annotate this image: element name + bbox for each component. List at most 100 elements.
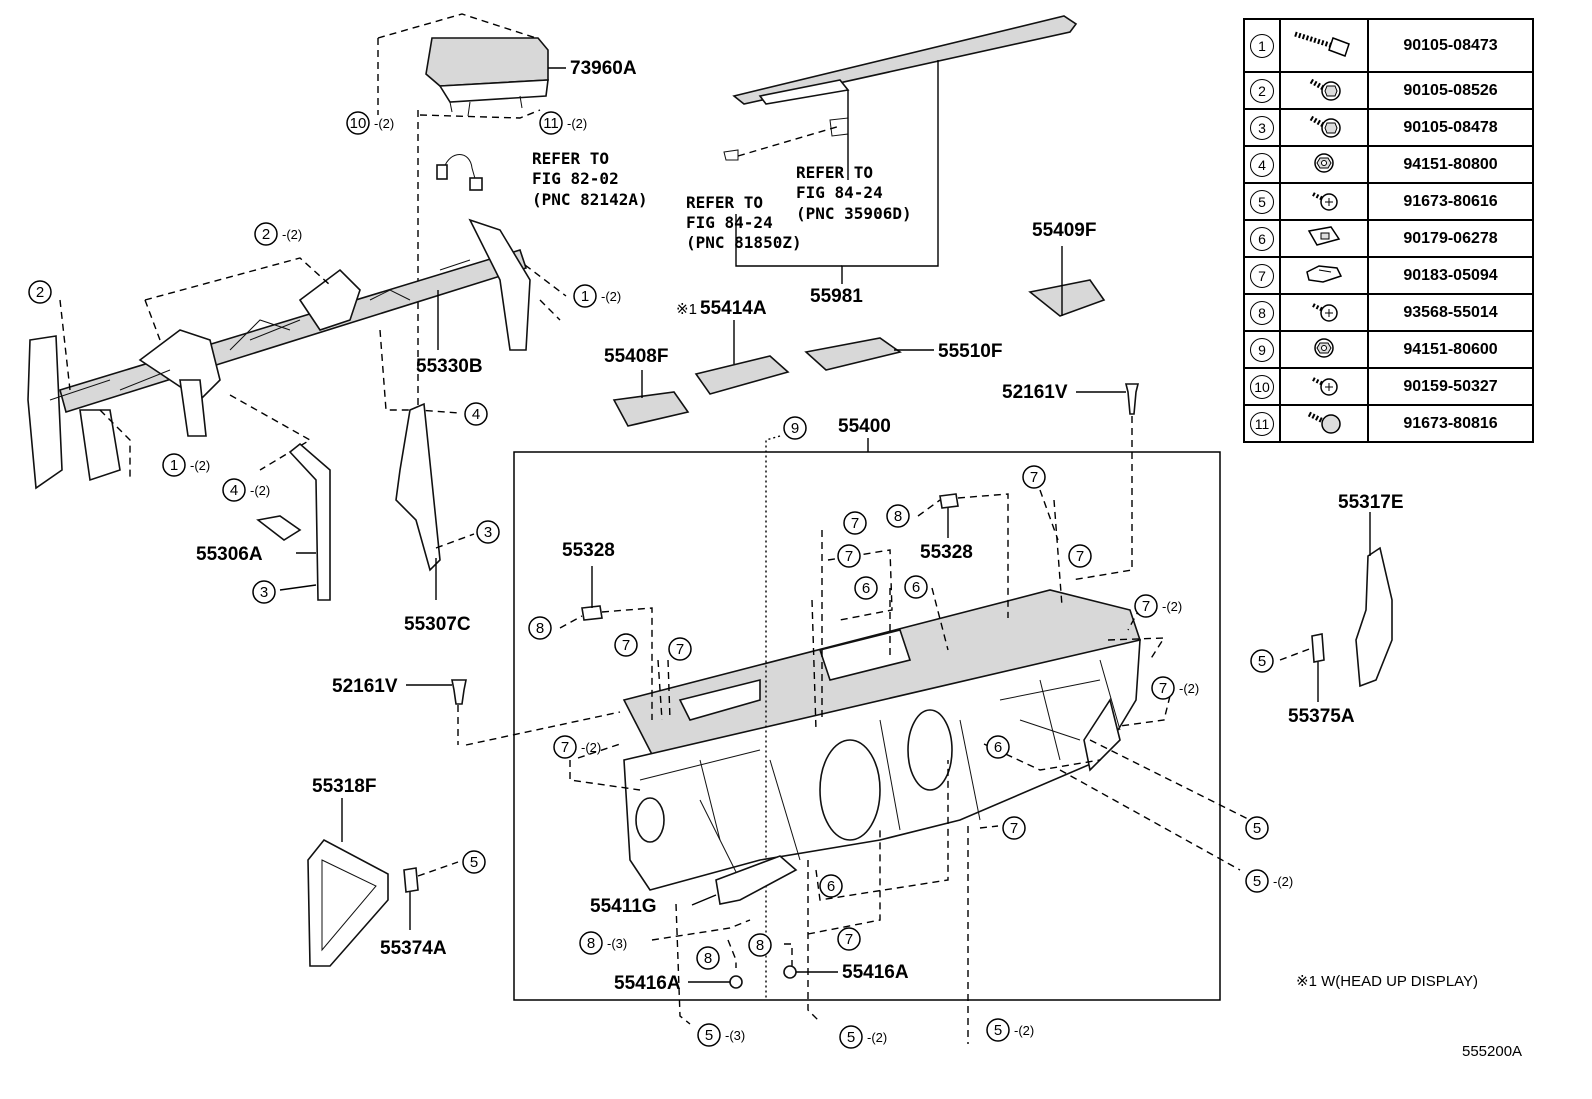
callout-circle <box>837 544 861 568</box>
hud-cover-55414A-illustration <box>694 355 790 395</box>
callout-number: 8 <box>587 935 595 952</box>
callout-circle <box>539 111 563 135</box>
legend-index-cell: 2 <box>1243 71 1281 110</box>
callout-1: 1-(2) <box>573 284 621 308</box>
legend-part-number: 90105-08526 <box>1367 71 1534 110</box>
legend-index-cell: 7 <box>1243 256 1281 295</box>
flange-nut-icon <box>1279 145 1369 184</box>
callout-8: 8 <box>748 933 772 957</box>
defroster-nozzle-illustration <box>723 15 1078 161</box>
part-label-55416A-left: 55416A <box>614 973 681 994</box>
legend-index: 7 <box>1250 263 1274 288</box>
callout-number: 10 <box>350 115 367 132</box>
callout-circle <box>1068 544 1092 568</box>
callout-circle <box>614 633 638 657</box>
callout-circle <box>346 111 370 135</box>
callout-number: 6 <box>994 739 1002 756</box>
callout-quantity: -(2) <box>282 227 302 242</box>
part-label-55416A-right: 55416A <box>842 962 909 983</box>
callout-8: 8 <box>886 504 910 528</box>
legend-index-cell: 8 <box>1243 293 1281 332</box>
callout-quantity: -(2) <box>250 483 270 498</box>
callout-6: 6 <box>986 735 1010 759</box>
part-label-55307C: 55307C <box>404 614 471 635</box>
callout-circle <box>1151 676 1175 700</box>
callout-number: 8 <box>756 937 764 954</box>
bracket-55375A-illustration <box>1311 633 1325 663</box>
callout-6: 6 <box>854 576 878 600</box>
callout-number: 5 <box>847 1029 855 1046</box>
legend-part-number: 90105-08473 <box>1367 18 1534 73</box>
part-label-55328-right: 55328 <box>920 542 973 563</box>
legend-row: 10 90159-50327 <box>1243 367 1534 406</box>
legend-index: 2 <box>1250 78 1274 103</box>
callout-number: 5 <box>1258 653 1266 670</box>
callout-circle <box>476 520 500 544</box>
legend-index-cell: 10 <box>1243 367 1281 406</box>
part-label-55411G: 55411G <box>590 896 657 917</box>
instrument-panel-brace-left-illustration <box>256 442 331 601</box>
callout-circle <box>462 850 486 874</box>
callout-number: 5 <box>470 854 478 871</box>
callout-number: 9 <box>791 420 799 437</box>
part-label-55400: 55400 <box>838 416 891 437</box>
callout-4: 4 -(2) <box>222 478 270 502</box>
callout-circle <box>748 933 772 957</box>
head-up-display-illustration <box>425 37 549 117</box>
callout-3: 3 <box>476 520 500 544</box>
legend-part-number: 90159-50327 <box>1367 367 1534 406</box>
callout-number: 8 <box>704 950 712 967</box>
callout-circle <box>1250 649 1274 673</box>
wire-harness-illustration <box>436 154 483 191</box>
callout-7: 7-(2) <box>1151 676 1199 700</box>
callout-quantity: -(2) <box>1162 599 1182 614</box>
callout-5: 5-(2) <box>1245 869 1293 893</box>
callout-circle <box>254 222 278 246</box>
callout-number: 4 <box>230 482 238 499</box>
legend-part-number: 94151-80600 <box>1367 330 1534 369</box>
callout-7: 7-(2) <box>553 735 601 759</box>
screw-icon <box>1279 182 1369 221</box>
callout-circle <box>162 453 186 477</box>
callout-number: 6 <box>912 579 920 596</box>
callout-circle <box>1134 594 1158 618</box>
panel-cover-55408F-illustration <box>612 391 690 427</box>
callout-circle <box>668 637 692 661</box>
refer-note-2-line-2: FIG 84-24 <box>686 213 773 232</box>
clip-icon <box>1279 256 1369 295</box>
callout-number: 5 <box>994 1022 1002 1039</box>
refer-note-1-line-1: REFER TO <box>532 149 609 168</box>
legend-part-number: 90183-05094 <box>1367 256 1534 295</box>
part-label-73960A: 73960A <box>570 58 637 79</box>
callout-5: 5-(2) <box>839 1025 887 1049</box>
instrument-panel-illustration <box>622 589 1142 891</box>
callout-circle <box>986 1018 1010 1042</box>
part-label-55375A: 55375A <box>1288 706 1355 727</box>
long-bolt-icon <box>1279 18 1369 73</box>
callout-quantity: -(2) <box>1179 681 1199 696</box>
part-label-55306A: 55306A <box>196 544 263 565</box>
legend-index-cell: 4 <box>1243 145 1281 184</box>
legend-index-cell: 3 <box>1243 108 1281 147</box>
screw-icon <box>1279 293 1369 332</box>
callout-circle <box>573 284 597 308</box>
part-label-55318F: 55318F <box>312 776 376 797</box>
callout-2: 2-(2) <box>254 222 302 246</box>
callout-number: 6 <box>827 878 835 895</box>
callout-7: 7-(2) <box>1134 594 1182 618</box>
callout-number: 7 <box>851 515 859 532</box>
bracket-55328-left-illustration <box>581 605 603 621</box>
cap-55416A-left-illustration <box>729 975 743 989</box>
callout-circle <box>986 735 1010 759</box>
part-label-55414A-mark: ※1 <box>676 301 697 318</box>
callout-number: 7 <box>1076 548 1084 565</box>
part-label-55408F: 55408F <box>604 346 668 367</box>
legend-part-number: 90179-06278 <box>1367 219 1534 258</box>
legend-index: 3 <box>1250 115 1274 140</box>
callout-7: 7 <box>668 637 692 661</box>
